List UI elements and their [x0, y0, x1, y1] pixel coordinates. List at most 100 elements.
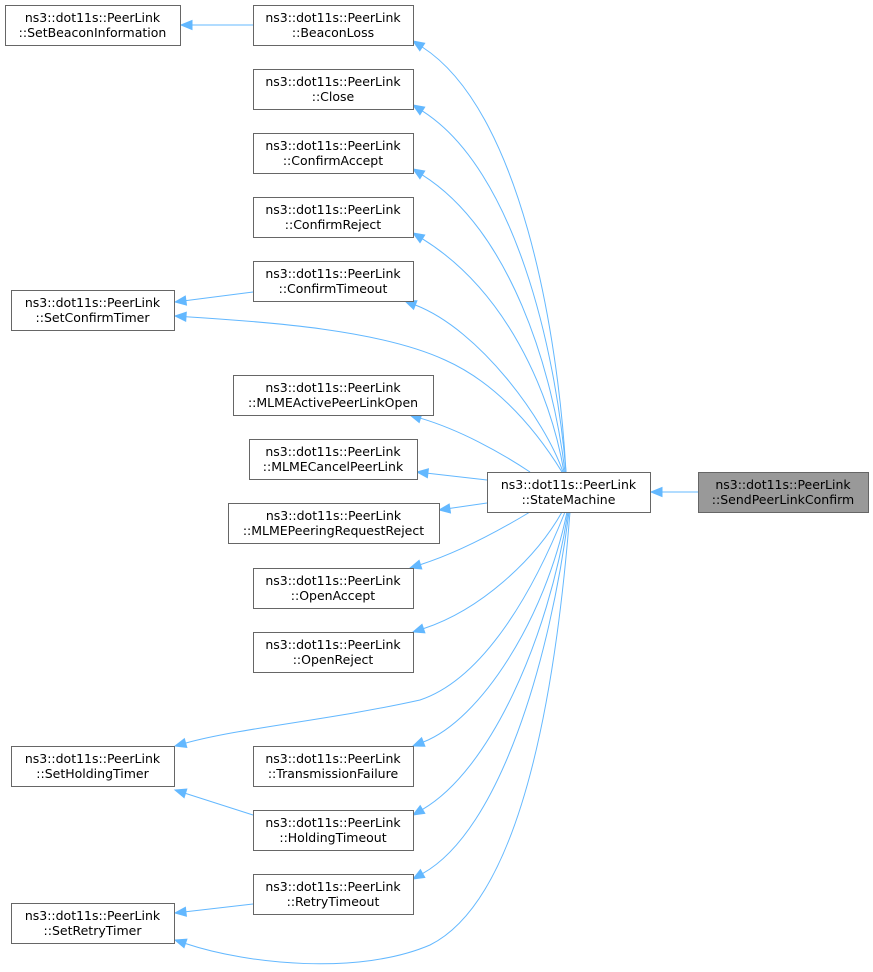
edge-stateMachine-to-openReject	[411, 511, 563, 634]
arrowhead-icon	[173, 906, 187, 917]
node-box	[253, 810, 414, 851]
arrowhead-icon	[411, 168, 426, 180]
arrowhead-icon	[411, 736, 426, 747]
edge-stateMachine-to-retryTimeout	[411, 511, 570, 880]
edge-beaconLoss-to-setBeaconInformation	[179, 19, 253, 31]
edge-line	[185, 511, 566, 744]
node-method-label: ::MLMECancelPeerLink	[263, 459, 404, 474]
node-openAccept[interactable]: ns3::dot11s::PeerLink::OpenAccept	[253, 568, 414, 609]
node-setHoldingTimer[interactable]: ns3::dot11s::PeerLink::SetHoldingTimer	[11, 746, 175, 787]
node-namespace-label: ns3::dot11s::PeerLink	[266, 508, 402, 523]
edge-stateMachine-to-beaconLoss	[411, 40, 567, 473]
node-setRetryTimer[interactable]: ns3::dot11s::PeerLink::SetRetryTimer	[11, 903, 175, 944]
node-sendPeerLinkConfirm: ns3::dot11s::PeerLink::SendPeerLinkConfi…	[698, 472, 869, 513]
edge-stateMachine-to-setHoldingTimer	[173, 511, 566, 748]
node-box	[11, 290, 175, 331]
node-box	[253, 197, 414, 238]
node-box	[253, 5, 414, 46]
arrowhead-icon	[179, 19, 193, 31]
arrowhead-icon	[411, 623, 426, 634]
node-box	[233, 375, 434, 416]
node-confirmAccept[interactable]: ns3::dot11s::PeerLink::ConfirmAccept	[253, 133, 414, 174]
node-retryTimeout[interactable]: ns3::dot11s::PeerLink::RetryTimeout	[253, 874, 414, 915]
node-method-label: ::Close	[312, 89, 355, 104]
arrowhead-icon	[173, 737, 188, 748]
node-setBeaconInformation[interactable]: ns3::dot11s::PeerLink::SetBeaconInformat…	[5, 5, 181, 46]
edge-stateMachine-to-close	[411, 104, 567, 473]
node-method-label: ::ConfirmReject	[285, 217, 382, 232]
node-mlmeCancelPeerLink[interactable]: ns3::dot11s::PeerLink::MLMECancelPeerLin…	[249, 439, 418, 480]
arrowhead-icon	[437, 503, 452, 514]
node-method-label: ::RetryTimeout	[287, 894, 380, 909]
node-method-label: ::StateMachine	[522, 492, 616, 507]
node-method-label: ::ConfirmTimeout	[279, 281, 388, 296]
edge-stateMachine-to-mlmeActivePeerLinkOpen	[408, 413, 531, 473]
node-box	[698, 472, 869, 513]
edge-line	[423, 511, 563, 630]
node-method-label: ::OpenAccept	[291, 588, 376, 603]
edge-line	[185, 291, 254, 302]
graph-edges	[173, 19, 698, 965]
node-box	[253, 874, 414, 915]
arrowhead-icon	[173, 788, 188, 799]
node-namespace-label: ns3::dot11s::PeerLink	[25, 908, 161, 923]
node-beaconLoss[interactable]: ns3::dot11s::PeerLink::BeaconLoss	[253, 5, 414, 46]
node-namespace-label: ns3::dot11s::PeerLink	[715, 477, 851, 492]
node-mlmePeeringRequestReject[interactable]: ns3::dot11s::PeerLink::MLMEPeeringReques…	[228, 503, 440, 544]
node-box	[249, 439, 418, 480]
node-method-label: ::OpenReject	[293, 652, 374, 667]
node-namespace-label: ns3::dot11s::PeerLink	[265, 138, 401, 153]
edge-stateMachine-to-setRetryTimer	[173, 511, 571, 965]
node-namespace-label: ns3::dot11s::PeerLink	[265, 380, 401, 395]
edge-stateMachine-to-mlmeCancelPeerLink	[415, 468, 488, 481]
graph-nodes: ns3::dot11s::PeerLink::SetBeaconInformat…	[5, 5, 869, 944]
arrowhead-icon	[411, 232, 426, 244]
node-close[interactable]: ns3::dot11s::PeerLink::Close	[253, 69, 414, 110]
node-transmissionFailure[interactable]: ns3::dot11s::PeerLink::TransmissionFailu…	[253, 746, 414, 787]
edge-line	[422, 238, 565, 473]
node-openReject[interactable]: ns3::dot11s::PeerLink::OpenReject	[253, 632, 414, 673]
edge-line	[420, 511, 531, 566]
node-box	[253, 568, 414, 609]
arrowhead-icon	[649, 486, 663, 498]
node-box	[253, 69, 414, 110]
node-confirmReject[interactable]: ns3::dot11s::PeerLink::ConfirmReject	[253, 197, 414, 238]
edge-line	[185, 903, 254, 913]
node-holdingTimeout[interactable]: ns3::dot11s::PeerLink::HoldingTimeout	[253, 810, 414, 851]
node-stateMachine[interactable]: ns3::dot11s::PeerLink::StateMachine	[487, 472, 651, 513]
node-box	[253, 261, 414, 302]
node-namespace-label: ns3::dot11s::PeerLink	[265, 751, 401, 766]
node-setConfirmTimer[interactable]: ns3::dot11s::PeerLink::SetConfirmTimer	[11, 290, 175, 331]
node-box	[11, 903, 175, 944]
arrowhead-icon	[411, 868, 426, 880]
edge-stateMachine-to-transmissionFailure	[411, 511, 568, 747]
node-box	[487, 472, 651, 513]
edge-line	[422, 174, 566, 473]
node-mlmeActivePeerLinkOpen[interactable]: ns3::dot11s::PeerLink::MLMEActivePeerLin…	[233, 375, 434, 416]
node-method-label: ::ConfirmAccept	[283, 153, 383, 168]
edge-confirmTimeout-to-setConfirmTimer	[173, 291, 254, 306]
edge-line	[420, 417, 531, 473]
node-method-label: ::SendPeerLinkConfirm	[712, 492, 854, 507]
edge-line	[421, 46, 567, 473]
node-namespace-label: ns3::dot11s::PeerLink	[265, 74, 401, 89]
node-method-label: ::MLMEActivePeerLinkOpen	[248, 395, 418, 410]
node-confirmTimeout[interactable]: ns3::dot11s::PeerLink::ConfirmTimeout	[253, 261, 414, 302]
edge-line	[415, 304, 564, 473]
edge-line	[422, 110, 567, 473]
node-namespace-label: ns3::dot11s::PeerLink	[25, 751, 161, 766]
edge-stateMachine-to-confirmAccept	[411, 168, 566, 473]
node-namespace-label: ns3::dot11s::PeerLink	[265, 879, 401, 894]
node-namespace-label: ns3::dot11s::PeerLink	[265, 444, 401, 459]
edge-line	[185, 792, 254, 816]
node-method-label: ::SetConfirmTimer	[36, 310, 151, 325]
node-method-label: ::SetRetryTimer	[44, 923, 143, 938]
edge-stateMachine-to-confirmReject	[411, 232, 565, 473]
arrowhead-icon	[173, 938, 188, 949]
node-method-label: ::SetHoldingTimer	[36, 766, 149, 781]
edge-line	[422, 511, 570, 875]
edge-retryTimeout-to-setRetryTimer	[173, 903, 254, 917]
node-box	[228, 503, 440, 544]
node-namespace-label: ns3::dot11s::PeerLink	[265, 573, 401, 588]
